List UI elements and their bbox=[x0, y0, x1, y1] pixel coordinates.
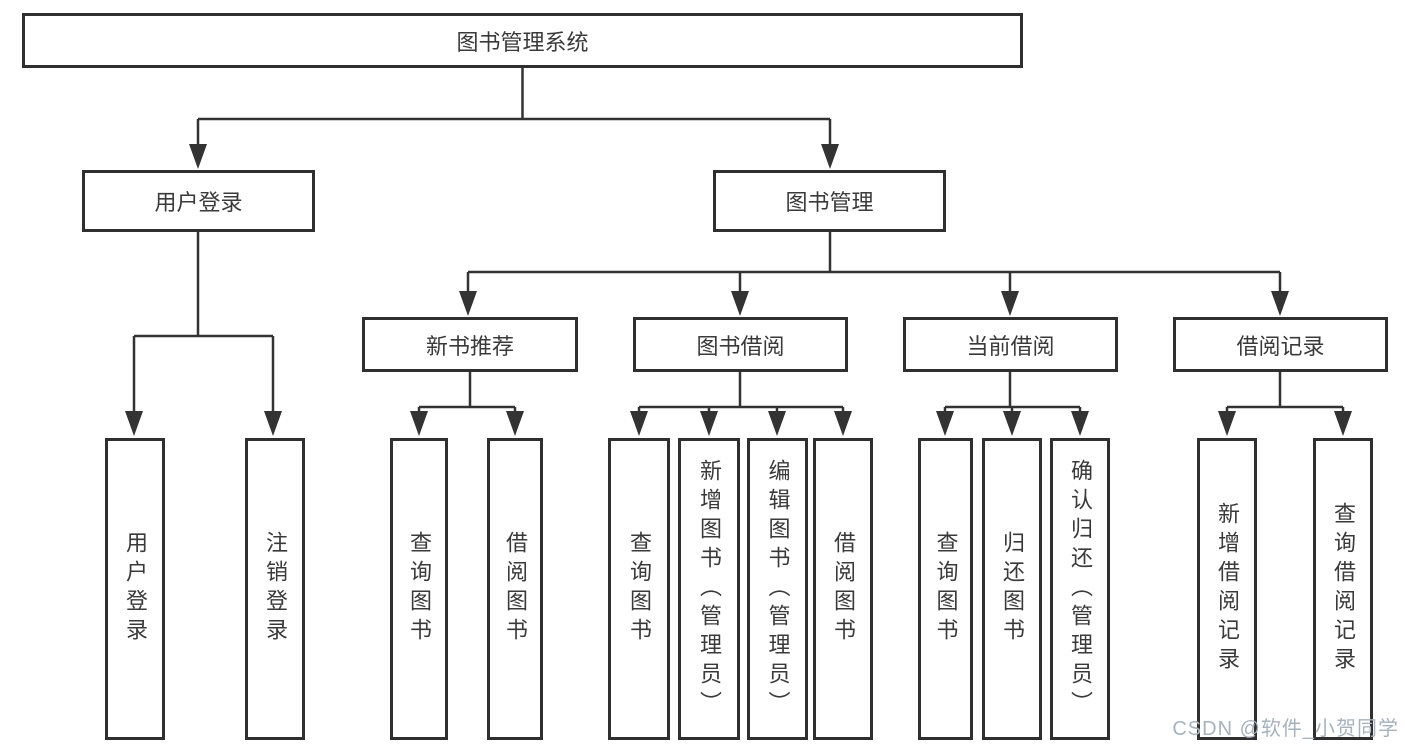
node-root: 图书管理系统 bbox=[22, 13, 1023, 68]
leaf-add-books-admin: 新增图书（管理员） bbox=[678, 438, 740, 740]
leaf-return-books: 归还图书 bbox=[982, 438, 1042, 740]
node-book-management: 图书管理 bbox=[713, 170, 946, 232]
leaf-query-borrow-record-label: 查询借阅记录 bbox=[1331, 502, 1356, 676]
leaf-edit-books-admin-label: 编辑图书（管理员） bbox=[765, 458, 791, 720]
leaf-query-books-borrowing: 查询图书 bbox=[608, 438, 670, 740]
node-book-management-label: 图书管理 bbox=[785, 190, 874, 215]
leaf-logout-label: 注销登录 bbox=[263, 531, 288, 647]
leaf-user-login-label: 用户登录 bbox=[123, 531, 148, 647]
leaf-logout: 注销登录 bbox=[245, 438, 305, 740]
node-borrowing-records-label: 借阅记录 bbox=[1236, 333, 1325, 359]
leaf-query-books-current: 查询图书 bbox=[918, 438, 973, 740]
node-user-login-label: 用户登录 bbox=[154, 190, 243, 215]
leaf-add-borrow-record-label: 新增借阅记录 bbox=[1215, 502, 1240, 676]
node-user-login: 用户登录 bbox=[82, 170, 315, 232]
leaf-return-books-label: 归还图书 bbox=[1000, 531, 1025, 647]
leaf-confirm-return-admin-label: 确认归还（管理员） bbox=[1068, 458, 1093, 720]
leaf-query-books-current-label: 查询图书 bbox=[933, 531, 959, 647]
leaf-edit-books-admin: 编辑图书（管理员） bbox=[747, 438, 808, 740]
leaf-borrow-books-recommend-label: 借阅图书 bbox=[503, 531, 528, 647]
leaf-query-books-recommend-label: 查询图书 bbox=[407, 531, 432, 647]
node-borrowing-records: 借阅记录 bbox=[1173, 317, 1388, 372]
node-current-borrowing-label: 当前借阅 bbox=[966, 333, 1055, 359]
leaf-add-books-admin-label: 新增图书（管理员） bbox=[697, 458, 722, 720]
csdn-watermark: CSDN @软件_小贺同学 bbox=[1172, 718, 1399, 740]
leaf-borrow-books: 借阅图书 bbox=[813, 438, 873, 740]
node-root-label: 图书管理系统 bbox=[456, 29, 589, 55]
leaf-confirm-return-admin: 确认归还（管理员） bbox=[1050, 438, 1110, 740]
leaf-query-books-recommend: 查询图书 bbox=[390, 438, 448, 740]
leaf-borrow-books-recommend: 借阅图书 bbox=[487, 438, 543, 740]
node-book-borrowing: 图书借阅 bbox=[633, 317, 848, 372]
leaf-query-books-borrowing-label: 查询图书 bbox=[627, 531, 652, 647]
node-new-book-recommend-label: 新书推荐 bbox=[425, 333, 514, 359]
node-new-book-recommend: 新书推荐 bbox=[362, 317, 578, 372]
node-current-borrowing: 当前借阅 bbox=[903, 317, 1118, 372]
leaf-borrow-books-label: 借阅图书 bbox=[831, 531, 856, 647]
leaf-user-login: 用户登录 bbox=[105, 438, 165, 740]
leaf-add-borrow-record: 新增借阅记录 bbox=[1197, 438, 1257, 740]
node-book-borrowing-label: 图书借阅 bbox=[696, 333, 785, 359]
leaf-query-borrow-record: 查询借阅记录 bbox=[1313, 438, 1373, 740]
